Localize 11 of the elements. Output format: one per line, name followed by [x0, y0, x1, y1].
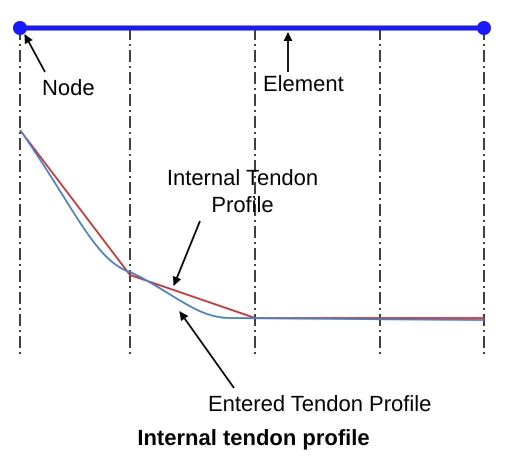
node-dot [477, 21, 491, 35]
caption: Internal tendon profile [136, 424, 371, 451]
node-dot [13, 21, 27, 35]
callout-label: Entered Tendon Profile [208, 390, 498, 417]
leader-arrow [24, 34, 46, 72]
leader-arrow [179, 311, 235, 389]
callout-label: Internal Tendon Profile [160, 164, 325, 218]
leader-arrow [172, 220, 201, 286]
leader-arrow [284, 32, 292, 72]
callout-label: Node [42, 74, 122, 101]
callout-label: Element [263, 70, 373, 97]
